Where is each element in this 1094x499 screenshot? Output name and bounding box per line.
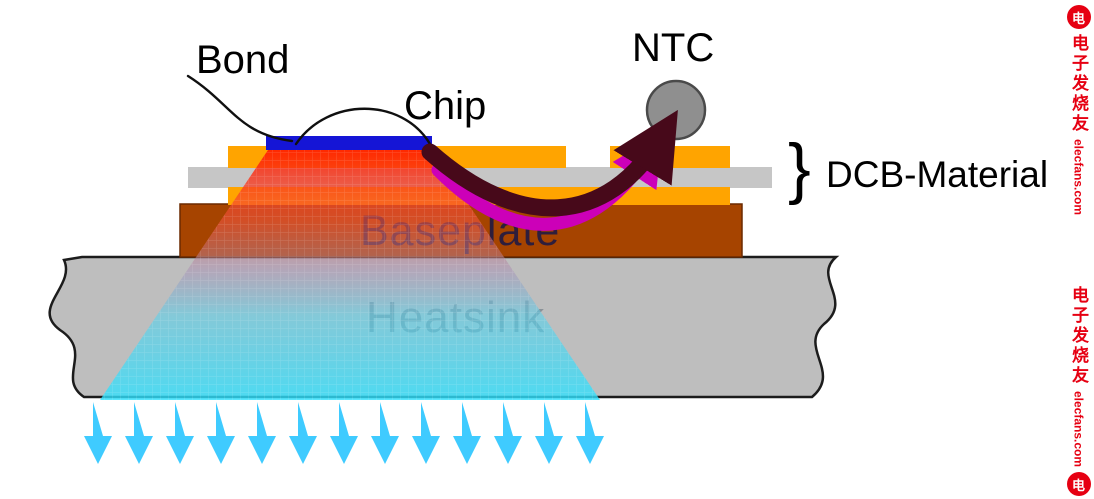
watermark-site-text: elecfans.com (1071, 139, 1086, 216)
heat-arrow-icon (207, 402, 235, 464)
heat-arrow-icon (84, 402, 112, 464)
ntc-coupling-arrow-dark (421, 109, 678, 217)
heat-arrow-icon (576, 402, 604, 464)
heat-arrow-icon (494, 402, 522, 464)
heat-arrow-icon (330, 402, 358, 464)
watermark-cn-text: 电子发烧友 (1069, 285, 1088, 386)
heat-flow-arrows (84, 402, 604, 464)
watermark-top: 电 电子发烧友 elecfans.com (1066, 5, 1091, 215)
elecfans-logo-icon: 电 (1066, 472, 1091, 496)
elecfans-logo-icon: 电 (1066, 5, 1091, 29)
heat-arrow-icon (125, 402, 153, 464)
bond-pointer-line (186, 74, 294, 143)
heat-arrow-icon (535, 402, 563, 464)
watermark-bottom: 电子发烧友 elecfans.com 电 (1066, 286, 1091, 496)
heat-arrow-icon (248, 402, 276, 464)
watermark-cn-text: 电子发烧友 (1069, 34, 1088, 134)
watermark-site-text: elecfans.com (1071, 390, 1086, 467)
chip-die (266, 136, 432, 150)
heat-cone-mesh (100, 150, 600, 400)
heat-arrow-icon (289, 402, 317, 464)
heat-arrow-icon (453, 402, 481, 464)
heat-arrow-icon (166, 402, 194, 464)
heat-arrow-icon (371, 402, 399, 464)
bond-wire (294, 107, 432, 146)
heat-arrow-icon (412, 402, 440, 464)
